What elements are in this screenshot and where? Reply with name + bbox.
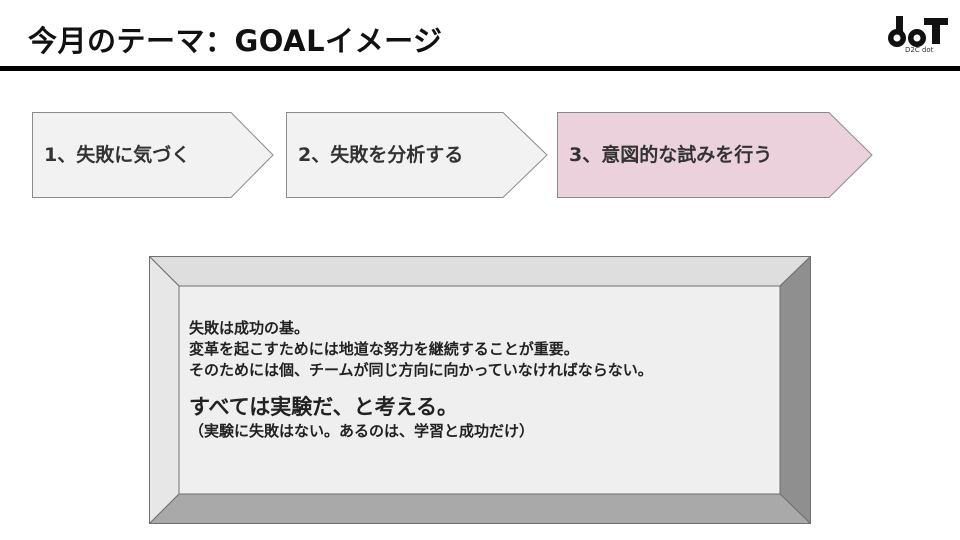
step-1-chevron: 1、失敗に気づく	[32, 112, 274, 198]
step-3-arrow-shape	[557, 112, 873, 198]
message-line-2: 変革を起こすためには地道な努力を継続することが重要。	[189, 340, 579, 358]
step-2-chevron: 2、失敗を分析する	[286, 112, 548, 198]
message-line-3: そのためには個、チームが同じ方向に向かっていなければならない。	[189, 361, 653, 379]
brand-logo	[886, 12, 952, 60]
step-3-label: 3、意図的な試みを行う	[569, 144, 773, 166]
logo-mark-icon	[888, 16, 948, 47]
page-title: 今月のテーマ：GOALイメージ	[28, 24, 443, 58]
step-2-label: 2、失敗を分析する	[298, 144, 464, 166]
message-note: （実験に失敗はない。あるのは、学習と成功だけ）	[189, 422, 535, 440]
step-1-arrow-shape	[32, 112, 274, 198]
step-3-chevron: 3、意図的な試みを行う	[557, 112, 873, 198]
logo-caption: D2C dot	[905, 46, 934, 54]
bevel-frame-shape	[149, 256, 811, 524]
message-body: 失敗は成功の基。 変革を起こすためには地道な努力を継続することが重要。 そのため…	[189, 318, 769, 442]
message-headline: すべては実験だ、と考える。	[189, 395, 459, 419]
message-line-1: 失敗は成功の基。	[189, 319, 310, 337]
title-divider	[0, 66, 960, 71]
message-frame: 失敗は成功の基。 変革を起こすためには地道な努力を継続することが重要。 そのため…	[149, 256, 811, 524]
step-1-label: 1、失敗に気づく	[44, 144, 191, 166]
step-2-arrow-shape	[286, 112, 548, 198]
